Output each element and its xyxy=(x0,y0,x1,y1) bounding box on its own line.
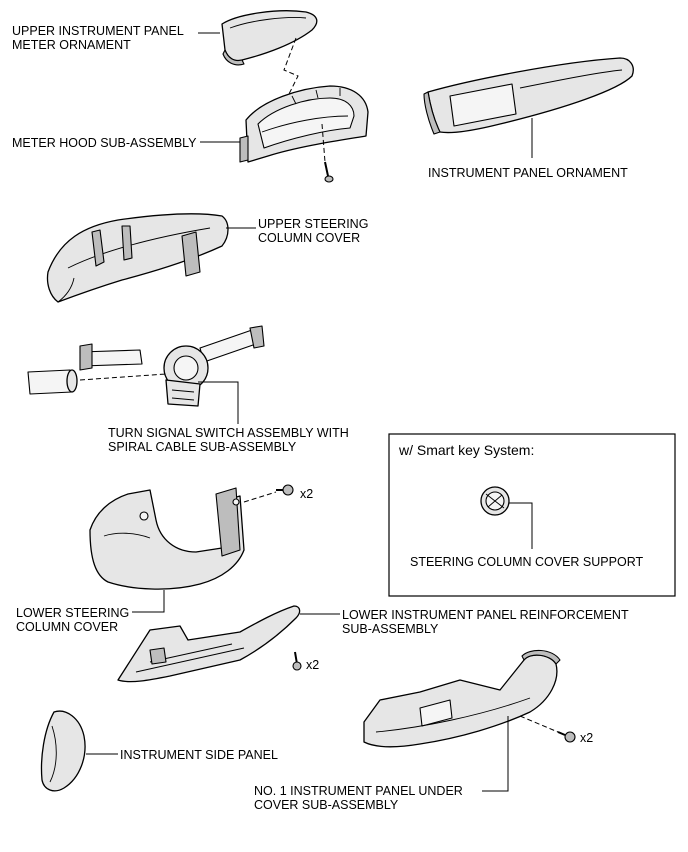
lower-instrument-panel-reinforcement-part xyxy=(117,605,301,683)
guide-lower-column-cover-screw xyxy=(243,491,277,503)
label-meter-hood-sub-assembly: METER HOOD SUB-ASSEMBLY xyxy=(12,136,197,150)
instrument-panel-ornament-part xyxy=(423,57,634,135)
label-upper-steering-column-cover: UPPER STEERING COLUMN COVER xyxy=(258,217,372,245)
guide-hood-screw xyxy=(321,123,326,163)
label-instrument-side-panel: INSTRUMENT SIDE PANEL xyxy=(120,748,278,762)
meter-hood-part xyxy=(239,85,369,163)
smart-key-system-box xyxy=(388,433,676,597)
qty-under-cover-screws: x2 xyxy=(580,731,593,745)
label-lower-steering-column-cover: LOWER STEERING COLUMN COVER xyxy=(16,606,133,634)
qty-lower-column-cover-screws: x2 xyxy=(300,487,313,501)
leader-steering-column-cover-support xyxy=(509,502,533,549)
smart-key-system-title: w/ Smart key System: xyxy=(398,442,534,458)
label-no1-instrument-panel-under-cover: NO. 1 INSTRUMENT PANEL UNDER COVER SUB-A… xyxy=(254,784,466,812)
label-steering-column-cover-support: STEERING COLUMN COVER SUPPORT xyxy=(410,555,644,569)
guide-under-cover-screw xyxy=(519,715,559,733)
under-cover-screw xyxy=(557,731,576,743)
label-turn-signal-switch: TURN SIGNAL SWITCH ASSEMBLY WITH SPIRAL … xyxy=(108,426,352,454)
no1-instrument-panel-under-cover-part xyxy=(363,649,561,748)
label-lower-instrument-panel-reinforcement: LOWER INSTRUMENT PANEL REINFORCEMENT SUB… xyxy=(342,608,632,636)
steering-column-cover-support-part xyxy=(480,486,510,516)
qty-reinforcement-bolts: x2 xyxy=(306,658,319,672)
turn-signal-switch-part xyxy=(79,325,265,407)
meter-hood-screw xyxy=(324,161,334,183)
label-instrument-panel-ornament: INSTRUMENT PANEL ORNAMENT xyxy=(428,166,628,180)
guide-ornament-to-hood xyxy=(283,37,299,97)
leader-turn-signal-switch xyxy=(198,381,239,424)
instrument-side-panel-part xyxy=(40,710,86,792)
label-upper-instrument-panel-meter-ornament: UPPER INSTRUMENT PANEL METER ORNAMENT xyxy=(12,24,187,52)
guide-switch-to-shaft xyxy=(79,373,167,381)
leader-lower-steering-column-cover xyxy=(132,590,165,613)
lower-steering-column-cover-part xyxy=(89,487,245,590)
steering-shaft-part xyxy=(27,369,78,395)
leader-no1-instrument-panel-under-cover xyxy=(482,716,509,792)
upper-instrument-panel-meter-ornament-part xyxy=(221,10,318,66)
lower-column-cover-screw xyxy=(276,484,294,496)
upper-steering-column-cover-part xyxy=(46,213,229,303)
reinforcement-bolt xyxy=(292,651,302,671)
